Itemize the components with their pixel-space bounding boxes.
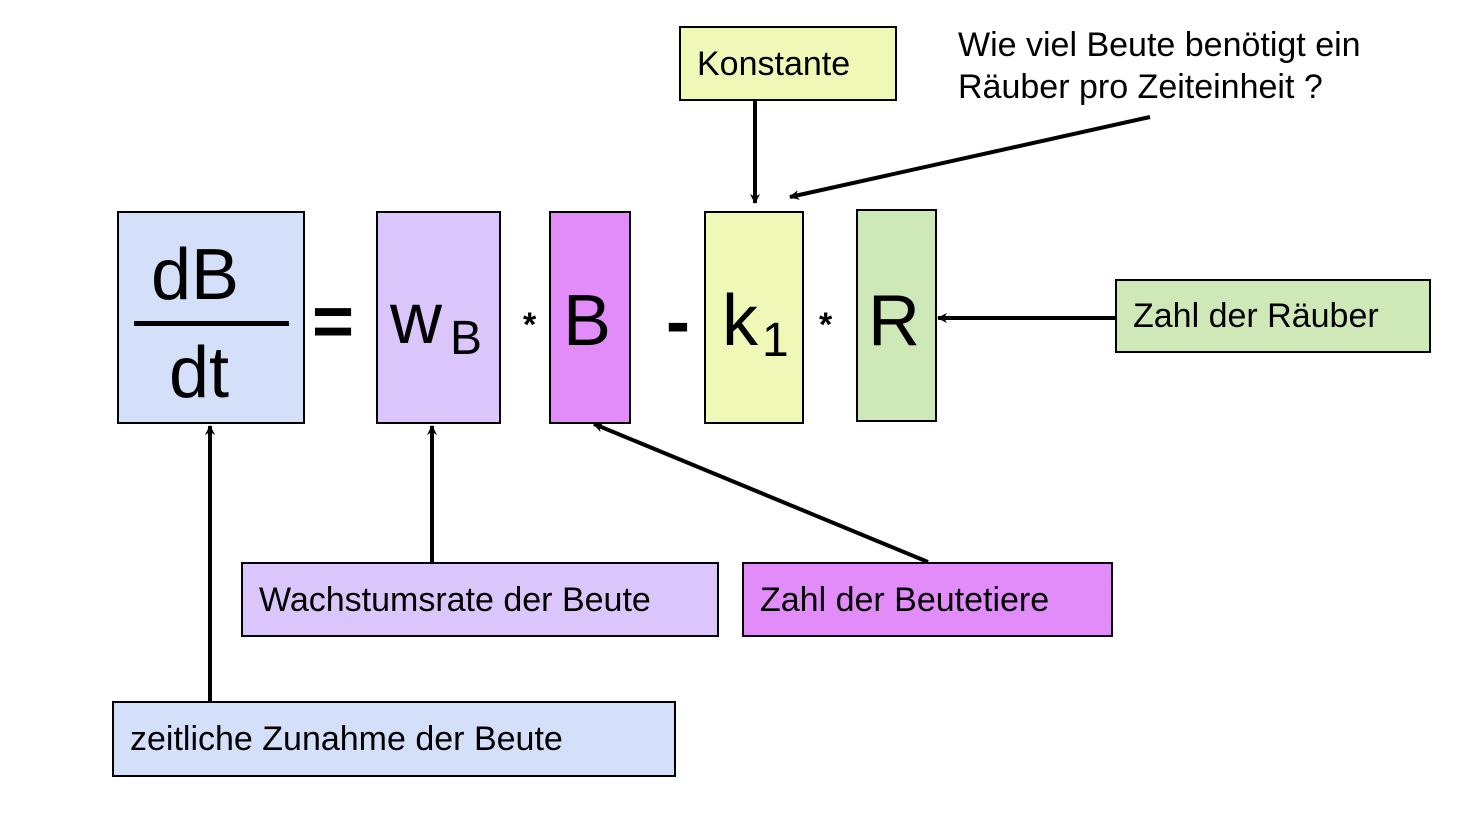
question-line-2: Räuber pro Zeiteinheit ?	[958, 68, 1323, 106]
label-zahl-der-raeuber: Zahl der Räuber	[1115, 279, 1431, 353]
B-symbol: B	[563, 281, 612, 361]
label-wachstumsrate-text: Wachstumsrate der Beute	[259, 580, 651, 619]
prey-count-box: B	[549, 211, 631, 424]
label-zeitliche-zunahme-text: zeitliche Zunahme der Beute	[130, 720, 563, 758]
multiply-sign-2: *	[819, 306, 833, 344]
question-line-1: Wie viel Beute benötigt ein	[958, 26, 1361, 64]
R-symbol: R	[868, 281, 920, 361]
derivative-box: dB dt	[117, 211, 305, 424]
k-subscript-1: 1	[762, 314, 789, 367]
w-symbol: w	[390, 279, 442, 359]
label-zahl-der-beutetiere: Zahl der Beutetiere	[742, 562, 1113, 637]
label-konstante-text: Konstante	[697, 44, 851, 83]
label-wachstumsrate: Wachstumsrate der Beute	[241, 562, 719, 637]
equals-sign: =	[312, 282, 355, 362]
fraction-bar	[134, 321, 289, 326]
denominator-dt: dt	[169, 333, 230, 413]
label-zahl-der-beutetiere-text: Zahl der Beutetiere	[760, 580, 1050, 619]
growth-rate-box: w B	[376, 211, 501, 424]
w-subscript-B: B	[450, 312, 483, 365]
arrow-question-to-k	[789, 115, 1151, 200]
numerator-dB: dB	[151, 235, 240, 315]
arrow-beutetiere-to-B	[593, 422, 929, 564]
k-symbol: k	[722, 281, 758, 361]
constant-box: k 1	[704, 211, 804, 424]
label-zeitliche-zunahme: zeitliche Zunahme der Beute	[112, 701, 676, 777]
predator-count-box: R	[856, 209, 937, 422]
label-zahl-der-raeuber-text: Zahl der Räuber	[1133, 297, 1379, 335]
minus-sign: -	[666, 282, 690, 362]
question-text: Wie viel Beute benötigt ein Räuber pro Z…	[958, 24, 1361, 108]
multiply-sign-1: *	[523, 306, 537, 344]
label-konstante: Konstante	[679, 26, 897, 101]
